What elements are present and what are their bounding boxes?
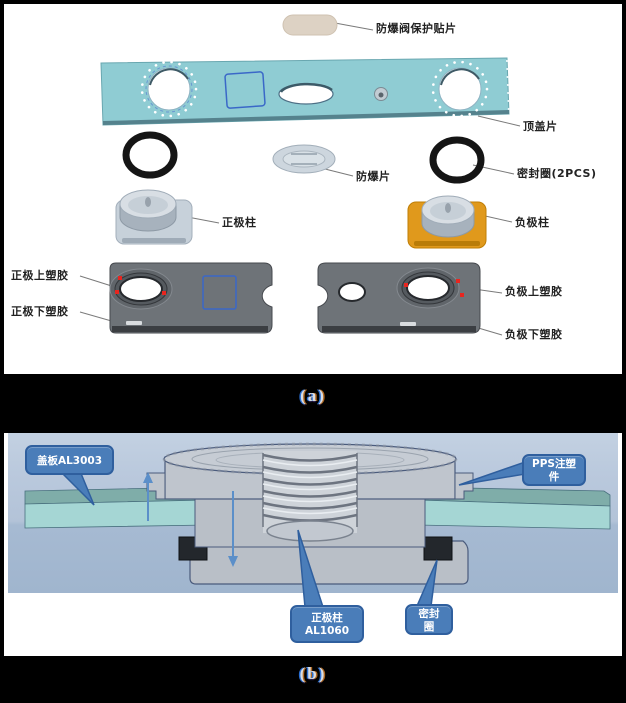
cover-plate-right-shape: [417, 486, 611, 530]
caption-a: (a): [300, 386, 326, 405]
negative-plastic-shape: [317, 262, 481, 334]
pps-callout-line1: PPS注塑: [532, 458, 576, 470]
seal-ring-label: 密封圈(2PCS): [517, 167, 597, 180]
o-ring-left-shape: [122, 131, 178, 179]
positive-pole-label: 正极柱: [222, 216, 257, 229]
positive-pole-shape: [115, 189, 193, 245]
cover-plate-callout-text: 盖板AL3003: [36, 455, 103, 467]
positive-pole-callout-line2: AL1060: [304, 625, 350, 637]
seal-callout-line1: 密封: [418, 608, 440, 620]
top-cover-label: 顶盖片: [523, 120, 558, 133]
vent-sticker-shape: [282, 14, 338, 36]
top-cover-plate-shape: [100, 57, 510, 126]
positive-plastic-shape: [109, 262, 273, 334]
pps-callout-line2: 件: [548, 471, 560, 483]
negative-pole-shape: [407, 195, 487, 249]
cover-plate-callout: 盖板AL3003: [25, 445, 114, 475]
burst-disc-label: 防爆片: [356, 170, 391, 183]
assembly-arrow-down: [228, 491, 238, 567]
cross-section-drawing: [24, 442, 611, 608]
positive-upper-plastic-label: 正极上塑胶: [11, 269, 69, 282]
caption-b: (b): [299, 664, 327, 683]
negative-pole-label: 负极柱: [515, 216, 550, 229]
assembly-arrow-up: [143, 472, 153, 521]
vent-sticker-label: 防爆阀保护贴片: [376, 22, 457, 35]
exploded-view-drawing: [79, 14, 521, 336]
positive-pole-callout: 正极柱 AL1060: [290, 605, 364, 643]
negative-lower-plastic-label: 负极下塑胶: [505, 328, 563, 341]
o-ring-right-shape: [429, 136, 485, 184]
positive-lower-plastic-label: 正极下塑胶: [11, 305, 69, 318]
positive-pole-callout-line1: 正极柱: [311, 612, 343, 624]
pole-flange-shape: [189, 540, 469, 585]
pps-callout: PPS注塑 件: [522, 454, 586, 486]
seal-callout: 密封 圈: [405, 604, 453, 635]
burst-disc-shape: [272, 144, 336, 174]
cross-section-panel: 盖板AL3003 PPS注塑 件 正极柱 AL1060 密封 圈: [4, 433, 622, 656]
seal-callout-line2: 圈: [423, 621, 435, 633]
negative-upper-plastic-label: 负极上塑胶: [505, 285, 563, 298]
exploded-view-panel: 防爆阀保护贴片 顶盖片 防爆片 密封圈(2PCS) 正极柱 负极柱 正极上塑胶 …: [4, 4, 622, 374]
thread-shape: [262, 451, 358, 542]
seal-ring-right-shape: [423, 536, 453, 561]
